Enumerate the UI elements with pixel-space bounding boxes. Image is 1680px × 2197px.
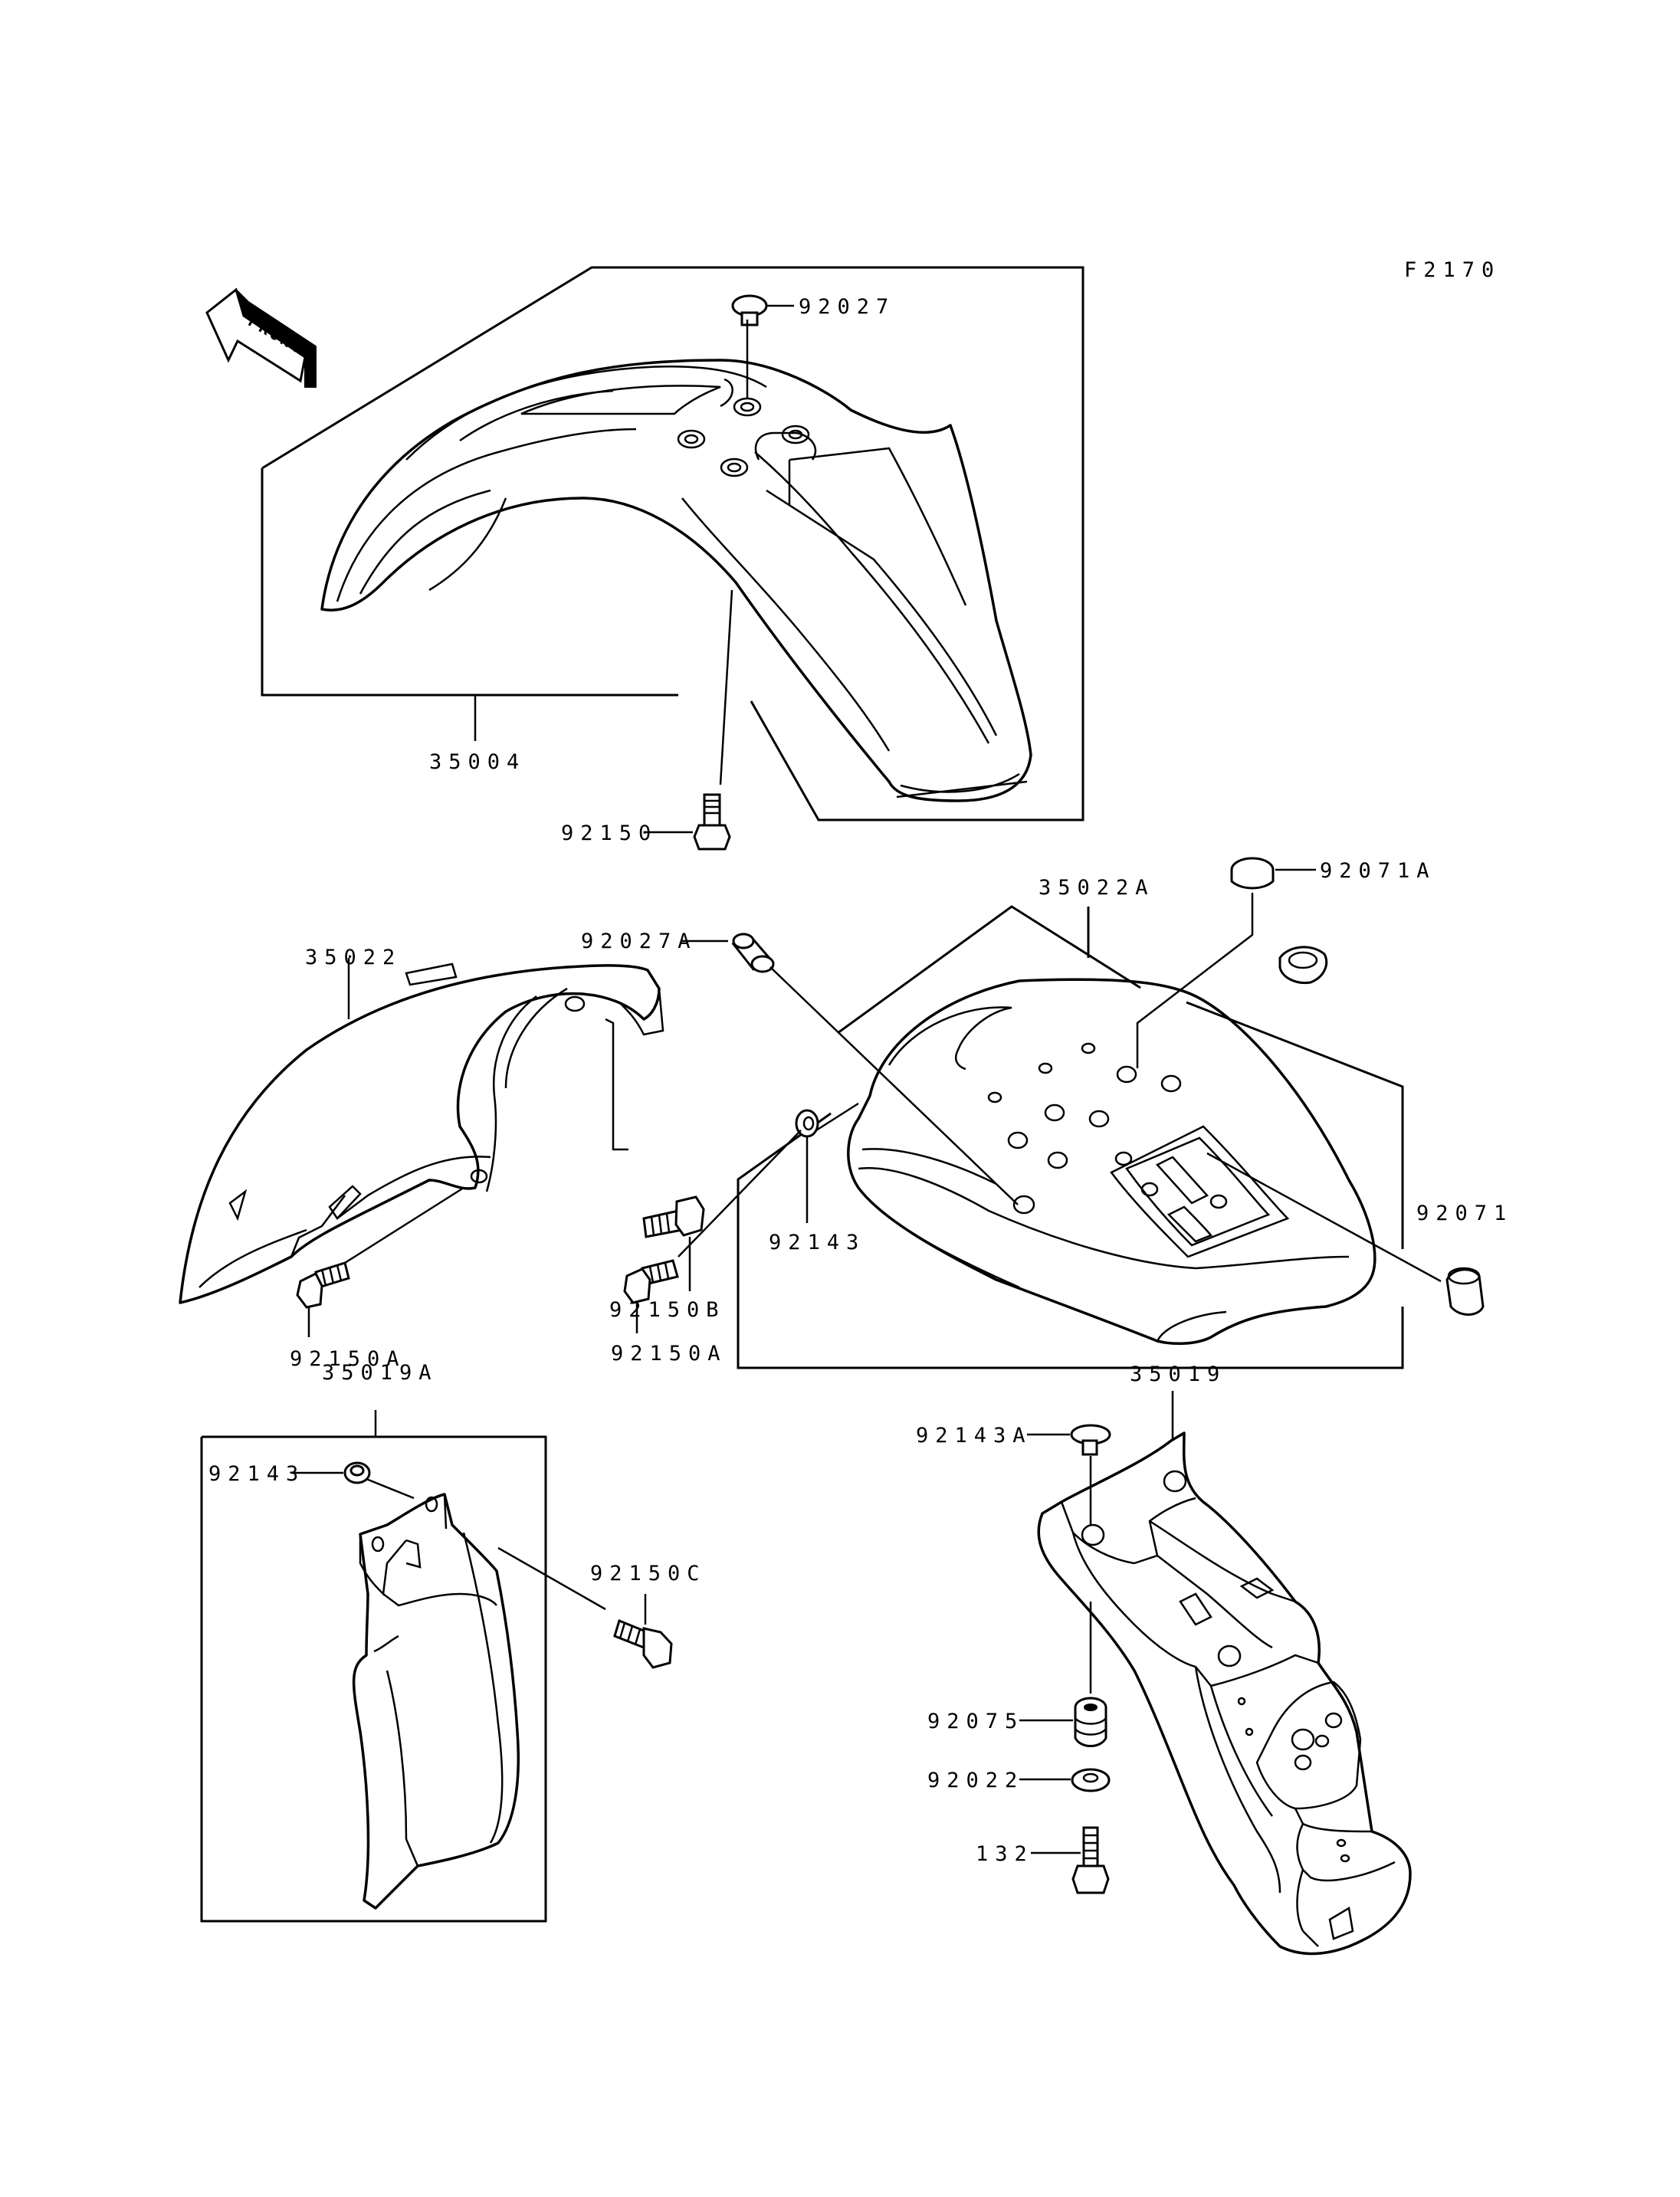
bolt-92150C [613, 1618, 673, 1669]
grommet-92071 [1445, 1267, 1485, 1316]
label-92150B: 92150B [609, 1298, 726, 1322]
figure-code: F2170 [1404, 258, 1501, 282]
flap-35019A [352, 1493, 520, 1910]
label-92071: 92071 [1416, 1202, 1513, 1225]
label-92143-left: 92143 [208, 1462, 305, 1486]
front-arrow-icon: FRONT [205, 287, 317, 388]
label-92150A-left: 92150A [290, 1347, 406, 1371]
label-92027: 92027 [799, 295, 895, 319]
label-35022: 35022 [305, 946, 402, 969]
front-fender-box [261, 468, 678, 697]
washer-92143A [1070, 1424, 1111, 1456]
grommet-loose [1278, 946, 1328, 985]
bolt-92150B [642, 1195, 705, 1238]
bolt-132 [1071, 1826, 1110, 1894]
label-92075: 92075 [927, 1710, 1024, 1733]
bolt-92150 [693, 793, 731, 851]
bolt-92150A-center [623, 1259, 679, 1304]
washer-92143-left [343, 1461, 371, 1484]
label-92027A: 92027A [581, 930, 697, 953]
rear-fender-35022A [847, 978, 1376, 1346]
label-35022A: 35022A [1039, 876, 1155, 900]
label-35004: 35004 [429, 750, 526, 774]
label-92143A: 92143A [916, 1424, 1032, 1448]
rear-fender-35019 [1037, 1431, 1412, 1956]
front-fender-group [261, 266, 1084, 851]
label-92150A-center: 92150A [611, 1342, 727, 1366]
label-92150: 92150 [561, 821, 658, 845]
bolt-92150A-left [296, 1261, 350, 1309]
grommet-92071A [1230, 857, 1275, 890]
label-92071A: 92071A [1320, 859, 1436, 883]
damper-92075 [1074, 1697, 1107, 1747]
label-35019: 35019 [1130, 1362, 1226, 1386]
grommet-92027A [731, 933, 775, 973]
label-92150C: 92150C [590, 1562, 707, 1585]
label-132: 132 [976, 1842, 1034, 1866]
washer-92022 [1071, 1768, 1111, 1792]
label-92022: 92022 [927, 1769, 1024, 1792]
rear-fender-35022A-box [737, 905, 1404, 1369]
inner-fender-35022 [179, 962, 664, 1304]
flap-box [200, 1435, 547, 1923]
label-35019A: 35019A [322, 1361, 438, 1385]
front-fender-35004 [320, 359, 1032, 802]
grommet-92027 [731, 294, 768, 326]
label-92143-center: 92143 [769, 1231, 865, 1254]
